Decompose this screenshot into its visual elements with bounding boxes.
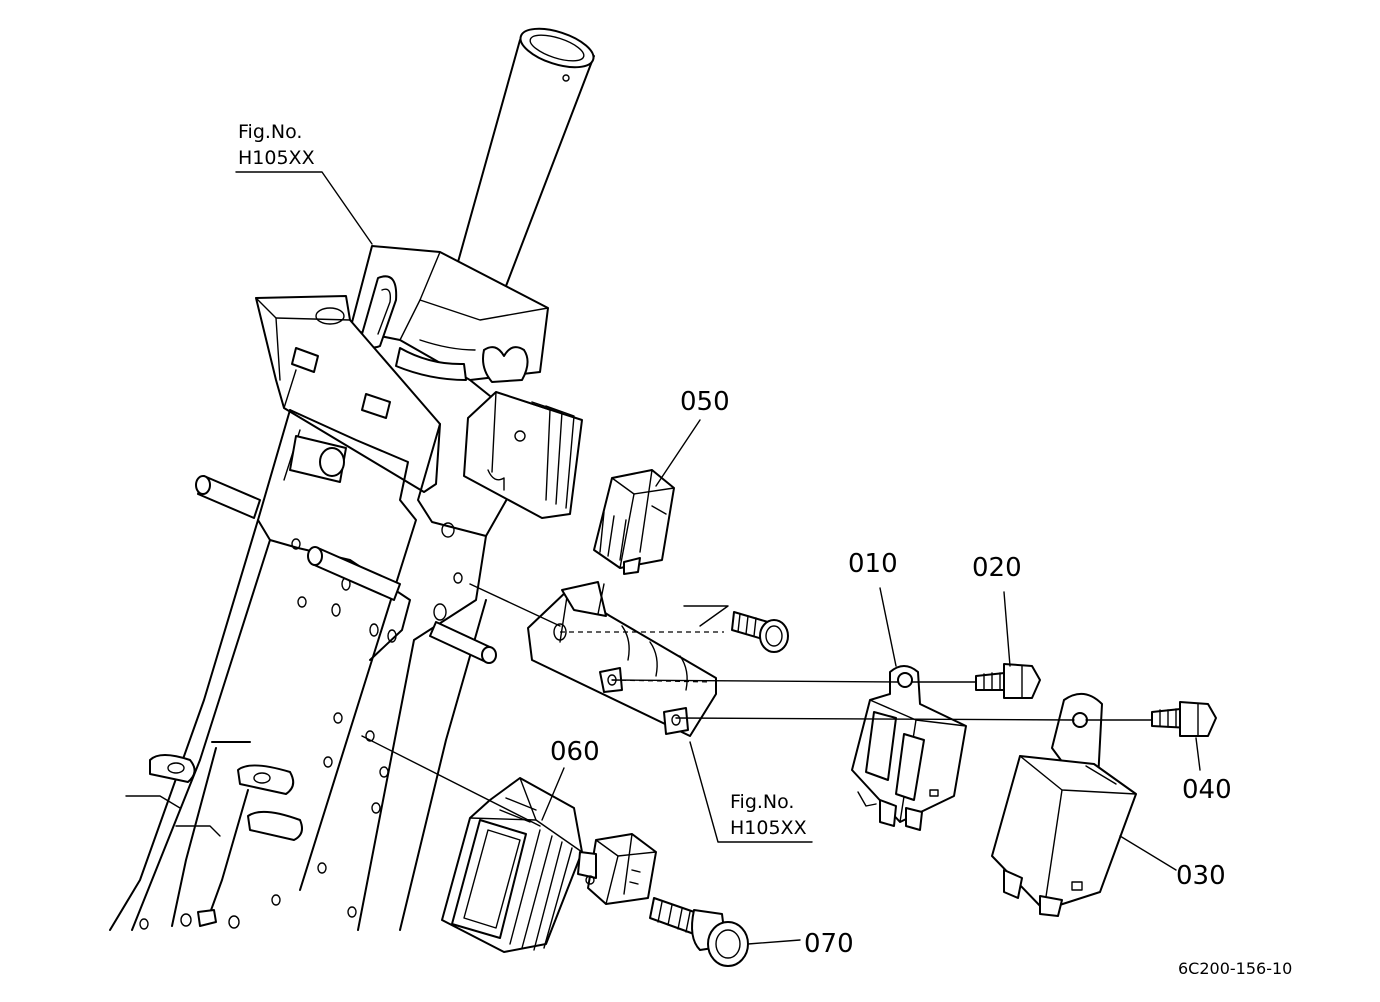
part-060-unit (441, 777, 583, 953)
part-050-connector (593, 469, 675, 575)
part-020-bolt (975, 663, 1041, 699)
part-040-bolt (1151, 701, 1217, 737)
figure-code: 6C200-156-10 (1178, 959, 1292, 978)
left-hanger-plate (255, 295, 441, 493)
steering-column-tube (457, 27, 595, 288)
lower-linkage (125, 741, 303, 927)
fig-ref-2-line2: H105XX (730, 817, 807, 839)
part-010-relay (851, 665, 967, 831)
part-070-bolt (649, 897, 749, 967)
part-label-040: 040 (1182, 775, 1232, 805)
fig-ref-2-line1: Fig.No. (730, 791, 794, 813)
labels: Fig.No. H105XX Fig.No. H105XX 050 010 02… (238, 121, 1292, 978)
cross-pins (195, 475, 497, 664)
part-060-plug (577, 833, 657, 905)
upper-plate (463, 391, 583, 519)
main-frame (109, 379, 521, 931)
part-030-control-unit (991, 693, 1137, 917)
part-label-070: 070 (804, 929, 854, 959)
leader-lines (235, 171, 1201, 945)
part-label-030: 030 (1176, 861, 1226, 891)
part-label-010: 010 (848, 549, 898, 579)
bracket-bolt (683, 605, 789, 653)
fig-ref-1-line2: H105XX (238, 147, 315, 169)
fig-ref-1-line1: Fig.No. (238, 121, 302, 143)
part-label-050: 050 (680, 387, 730, 417)
relay-mount-bracket (527, 581, 717, 737)
part-label-060: 060 (550, 737, 600, 767)
part-label-020: 020 (972, 553, 1022, 583)
